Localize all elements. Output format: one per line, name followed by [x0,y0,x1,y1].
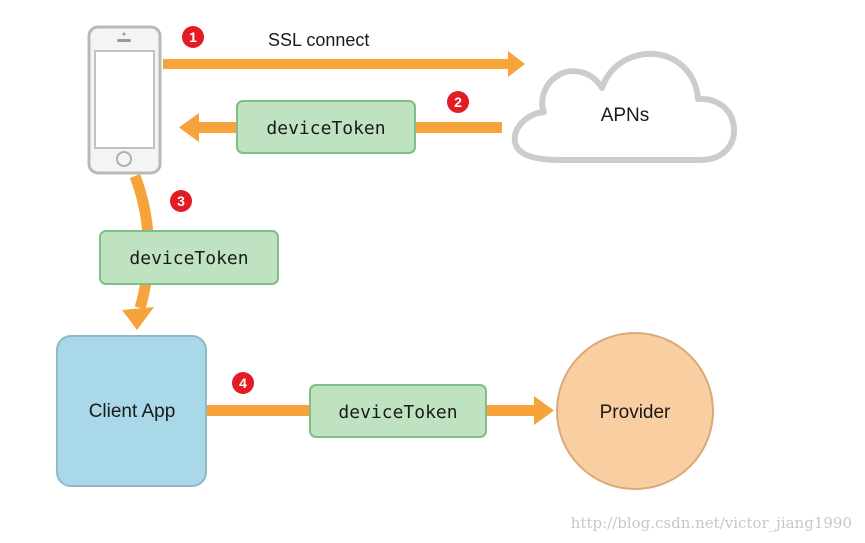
token-box-2: deviceToken [236,100,416,154]
device-token-label-4: deviceToken [338,402,457,423]
device-token-label-2: deviceToken [266,118,385,139]
watermark-url: http://blog.csdn.net/victor_jiang1990 [571,514,852,532]
svg-text:3: 3 [177,193,185,209]
token-box-4: deviceToken [309,384,487,438]
step-4-badge: 4 [232,372,254,394]
step-1-badge: 1 [182,26,204,48]
svg-text:4: 4 [239,375,247,391]
provider-label: Provider [600,402,671,423]
step-2-badge: 2 [447,91,469,113]
svg-text:1: 1 [189,29,197,45]
device-token-label-3: deviceToken [129,248,248,269]
apns-label: APNs [601,105,650,126]
svg-text:2: 2 [454,94,462,110]
client-app-box: Client App [56,335,207,487]
ssl-connect-label: SSL connect [268,30,369,50]
step-3-badge: 3 [170,190,192,212]
token-box-3: deviceToken [99,230,279,285]
provider-circle: Provider [556,332,714,490]
client-app-label: Client App [89,401,176,422]
apns-cloud: APNs [511,50,738,163]
iphone-icon [87,25,162,175]
arrow-ssl-connect [163,51,525,77]
